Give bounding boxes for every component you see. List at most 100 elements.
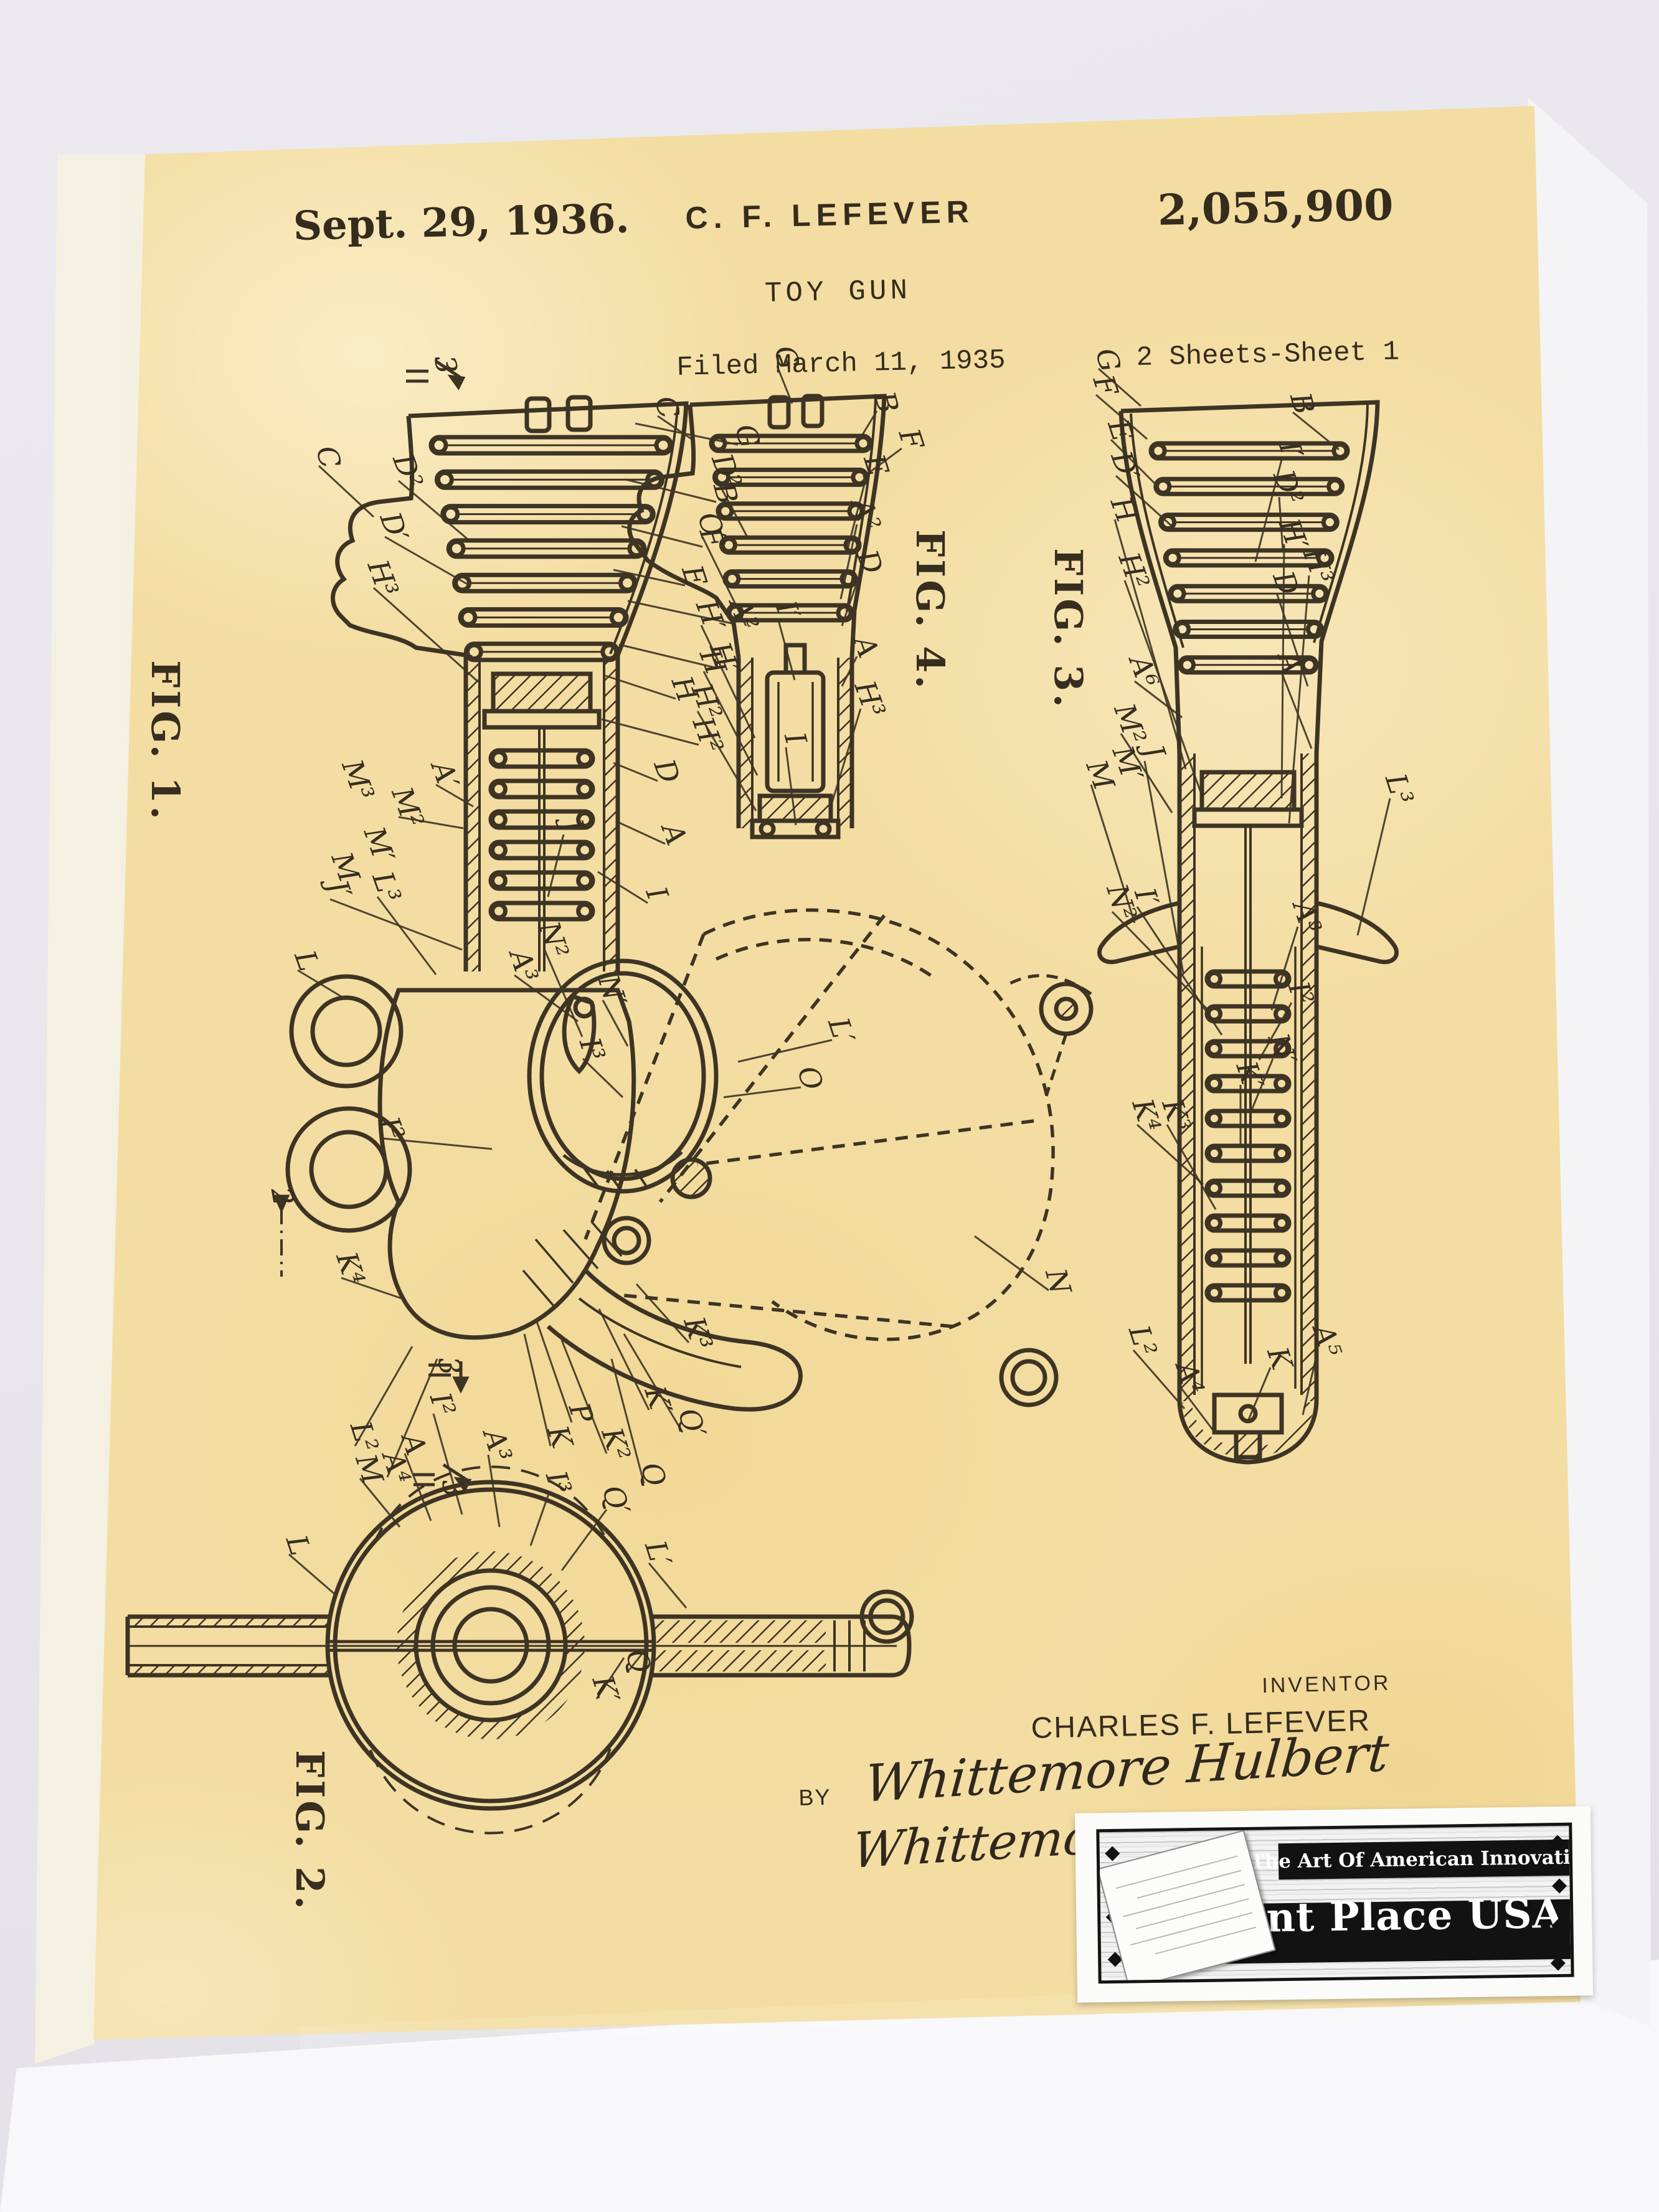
svg-text:K⁴: K⁴ [1125, 1094, 1168, 1137]
svg-text:F: F [892, 424, 930, 455]
svg-text:K′: K′ [1229, 1056, 1270, 1094]
svg-text:L²: L² [1122, 1320, 1164, 1360]
svg-text:L: L [280, 1530, 318, 1559]
svg-text:A³: A³ [476, 1422, 519, 1466]
svg-text:B: B [867, 387, 905, 417]
svg-text:Q: Q [634, 1458, 673, 1491]
svg-text:K: K [541, 1420, 580, 1453]
svg-text:D′: D′ [373, 507, 415, 547]
svg-text:H′: H′ [689, 595, 732, 636]
svg-text:E: E [857, 450, 896, 481]
svg-text:C: C [310, 442, 347, 472]
svg-text:N′: N′ [1261, 1029, 1303, 1070]
svg-text:M′: M′ [1105, 740, 1150, 787]
svg-text:I²: I² [1282, 976, 1321, 1009]
svg-text:H²: H² [1112, 547, 1156, 593]
svg-text:D: D [647, 754, 687, 788]
svg-text:I³: I³ [539, 1466, 579, 1498]
svg-text:A: A [394, 1427, 433, 1459]
svg-text:J′: J′ [319, 871, 359, 904]
patent-date: Sept. 29, 1936. [293, 195, 630, 250]
svg-text:K³: K³ [1155, 1094, 1198, 1137]
svg-text:G: G [1089, 344, 1128, 375]
svg-text:D²: D² [386, 448, 430, 493]
svg-text:B: B [1283, 389, 1321, 418]
svg-text:H: H [664, 671, 705, 707]
svg-text:H′: H′ [703, 637, 746, 679]
svg-text:H: H [692, 644, 733, 680]
patent-sheets-line: 2 Sheets-Sheet 1 [1136, 336, 1400, 374]
svg-text:M: M [1079, 755, 1122, 795]
svg-text:A²: A² [844, 491, 887, 536]
svg-text:M′: M′ [357, 821, 401, 867]
sticker-tagline-band: The Art Of American Innovation [1250, 1839, 1574, 1880]
svg-text:A′: A′ [424, 754, 466, 794]
svg-text:E: E [675, 560, 714, 592]
svg-text:K⁴: K⁴ [329, 1247, 372, 1290]
svg-text:FIG. 2.: FIG. 2. [287, 1750, 333, 1912]
svg-text:K²: K² [595, 1423, 637, 1465]
svg-text:P: P [562, 1398, 600, 1428]
svg-text:A: A [1271, 645, 1310, 678]
diamond-icon [1105, 1846, 1120, 1861]
svg-text:FIG. 4.: FIG. 4. [907, 529, 953, 691]
svg-text:O′: O′ [691, 508, 732, 547]
svg-text:A³: A³ [502, 943, 545, 986]
svg-text:M²: M² [1107, 699, 1153, 749]
svg-text:H³: H³ [848, 676, 892, 722]
svg-text:N²: N² [532, 917, 575, 962]
svg-text:3: 3 [428, 352, 464, 376]
svg-text:A⁶: A⁶ [1122, 648, 1165, 692]
svg-text:A³: A³ [1285, 894, 1328, 938]
fig1-toy-gun-section [273, 359, 1059, 1493]
svg-text:H²: H² [684, 678, 729, 724]
svg-text:FIG. 1.: FIG. 1. [143, 660, 188, 822]
svg-text:K³: K³ [677, 1312, 719, 1354]
svg-text:D: D [1266, 566, 1306, 600]
fig2-cross-section-circular [125, 1361, 914, 1835]
svg-text:A²: A² [722, 591, 765, 635]
svg-text:I: I [778, 728, 813, 749]
patent-number: 2,055,900 [1157, 180, 1394, 235]
svg-text:M²: M² [385, 782, 431, 833]
patent-place-usa-sticker: The Art Of American Innovation www. Pate… [1074, 1806, 1594, 2003]
sticker-tagline: The Art Of American Innovation [1250, 1846, 1574, 1873]
svg-text:N²: N² [1100, 879, 1143, 925]
svg-text:Q′: Q′ [595, 1481, 636, 1520]
sticker-frame: The Art Of American Innovation www. Pate… [1096, 1822, 1574, 1984]
svg-text:A: A [655, 816, 694, 849]
svg-text:D′: D′ [1104, 446, 1146, 486]
svg-text:L: L [288, 945, 326, 975]
fig4-muzzle-detail-section [627, 394, 887, 839]
svg-text:I′: I′ [1272, 436, 1310, 464]
svg-text:O: O [791, 1062, 830, 1095]
svg-text:M: M [349, 1449, 390, 1489]
svg-text:G: G [729, 420, 767, 451]
svg-text:D²: D² [1267, 465, 1310, 509]
svg-text:A⁴: A⁴ [1168, 1355, 1211, 1399]
svg-text:Q: Q [619, 1645, 658, 1678]
svg-text:E: E [1101, 415, 1140, 446]
patent-filed-line: Filed March 11, 1935 [676, 344, 1006, 384]
svg-text:N: N [1039, 1264, 1078, 1299]
svg-text:J: J [1135, 735, 1173, 764]
svg-text:L′: L′ [638, 1536, 679, 1571]
svg-text:L′: L′ [821, 1013, 862, 1048]
fig3-toy-gun-rear-section [1008, 400, 1399, 1465]
svg-text:I: I [639, 882, 675, 905]
svg-text:A: A [846, 629, 886, 662]
svg-text:I³: I³ [573, 1033, 612, 1065]
svg-text:H²: H² [686, 712, 730, 758]
svg-text:I′: I′ [1128, 883, 1166, 911]
svg-text:J: J [554, 810, 591, 837]
svg-text:K′: K′ [638, 1381, 679, 1419]
svg-text:I²: I² [372, 1112, 412, 1145]
svg-text:3: 3 [432, 1354, 468, 1378]
svg-text:H³: H³ [1296, 542, 1340, 588]
by-label: BY [798, 1784, 831, 1810]
svg-text:N′: N′ [591, 970, 633, 1011]
svg-text:M: M [324, 847, 367, 887]
svg-text:H: H [1104, 492, 1144, 528]
